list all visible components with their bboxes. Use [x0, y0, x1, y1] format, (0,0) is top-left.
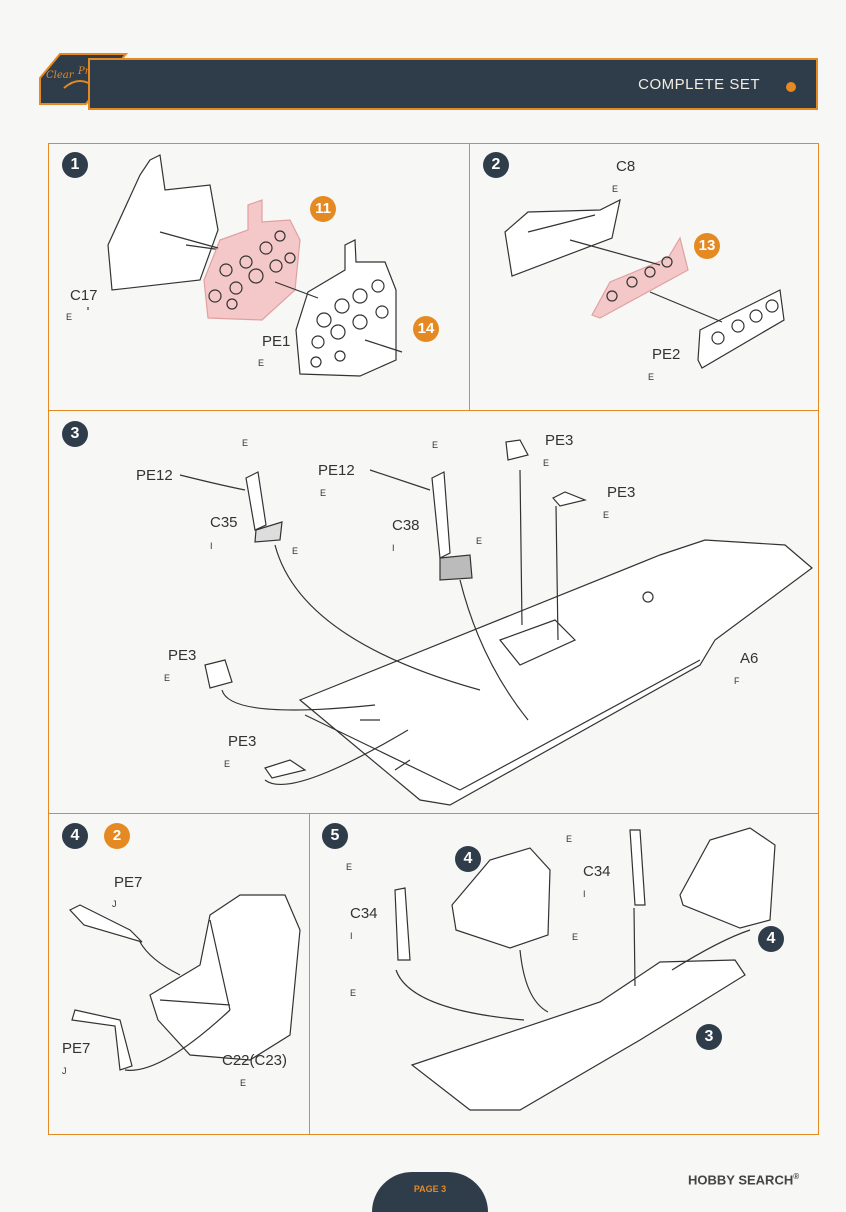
header-title: COMPLETE SET [638, 76, 760, 93]
header-dot-icon [786, 82, 796, 92]
step-2-badge: 2 [483, 152, 509, 178]
part-pe3: PE3 [228, 733, 257, 750]
code-e: E [543, 458, 550, 468]
code-e: E [648, 372, 655, 382]
code-j: J [112, 899, 117, 909]
watermark-text: HOBBY SEARCH [688, 1172, 794, 1188]
code-e: E [350, 988, 357, 998]
part-pe3: PE3 [545, 432, 574, 449]
part-pe7: PE7 [114, 874, 143, 891]
code-f: F [734, 676, 740, 686]
ref-3-badge: 3 [696, 1024, 722, 1050]
page-number-tab: PAGE 3 [372, 1172, 488, 1212]
page-header: COMPLETE SET [88, 58, 818, 110]
registered-mark: ® [793, 1172, 800, 1181]
part-c22-c23: C22(C23) [222, 1052, 288, 1069]
code-i: I [392, 543, 395, 553]
ref-13-badge: 13 [694, 233, 720, 259]
code-i: I [350, 931, 353, 941]
code-e: E [612, 184, 619, 194]
svg-text:Clear: Clear [46, 70, 75, 81]
part-a6: A6 [740, 650, 759, 667]
page-number: PAGE 3 [413, 1184, 447, 1194]
part-pe2: PE2 [652, 346, 681, 363]
part-pe1: PE1 [262, 333, 291, 350]
code-e: E [566, 834, 573, 844]
ref-4-badge: 4 [758, 926, 784, 952]
code-e: E [258, 358, 265, 368]
ref-4-badge: 4 [455, 846, 481, 872]
part-pe3: PE3 [168, 647, 197, 664]
step-3-badge: 3 [62, 421, 88, 447]
part-c35: C35 [210, 514, 238, 531]
code-e: E [572, 932, 579, 942]
ref-2-badge: 2 [104, 823, 130, 849]
part-pe12: PE12 [136, 467, 173, 484]
part-c38: C38 [392, 517, 420, 534]
ref-14-badge: 14 [413, 316, 439, 342]
code-e: E [320, 488, 327, 498]
part-c8: C8 [616, 158, 636, 175]
code-e: E [346, 862, 353, 872]
part-pe7: PE7 [62, 1040, 91, 1057]
part-c34: C34 [583, 863, 611, 880]
part-c34: C34 [350, 905, 378, 922]
code-e: E [240, 1078, 247, 1088]
code-e: E [224, 759, 231, 769]
code-e: E [476, 536, 483, 546]
part-pe3: PE3 [607, 484, 636, 501]
code-e: E [242, 438, 249, 448]
code-e: E [292, 546, 299, 556]
code-e: E [164, 673, 171, 683]
code-j: J [62, 1066, 67, 1076]
part-pe12: PE12 [318, 462, 355, 479]
ref-11-badge: 11 [310, 196, 336, 222]
code-e: E [432, 440, 439, 450]
part-c17: C17 [70, 287, 98, 304]
step-1-badge: 1 [62, 152, 88, 178]
hobby-search-watermark: HOBBY SEARCH® [688, 1172, 799, 1187]
code-e: E [66, 312, 73, 322]
step-5-panel [309, 813, 819, 1135]
code-i: I [583, 889, 586, 899]
step-5-badge: 5 [322, 823, 348, 849]
step-4-badge: 4 [62, 823, 88, 849]
code-e: E [603, 510, 610, 520]
code-i: I [210, 541, 213, 551]
